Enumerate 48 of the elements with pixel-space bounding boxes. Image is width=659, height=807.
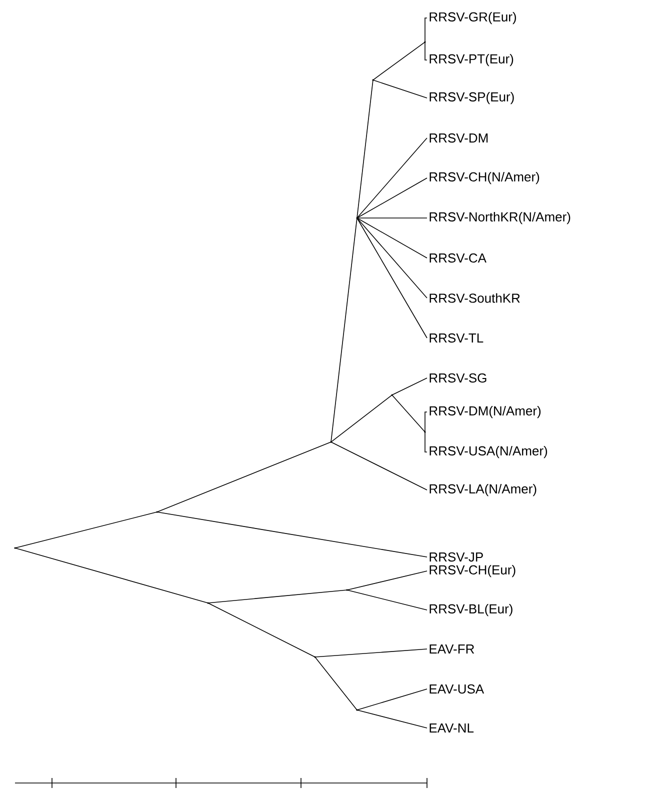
taxon-label: RRSV-NorthKR(N/Amer) xyxy=(430,212,570,224)
branch-line xyxy=(372,42,426,80)
branch-line xyxy=(356,218,428,338)
branch-line xyxy=(356,178,428,218)
branch-line xyxy=(330,394,392,442)
branch-line xyxy=(330,442,428,490)
taxon-label: RRSV-DM xyxy=(430,133,488,143)
taxon-label: RRSV-GR(Eur) xyxy=(430,12,516,24)
branch-line xyxy=(156,442,332,512)
branch-line xyxy=(356,138,428,218)
branch-line xyxy=(424,42,428,60)
taxon-label: RRSV-DM(N/Amer) xyxy=(430,406,541,418)
branch-line xyxy=(356,710,428,728)
branch-line xyxy=(392,378,428,396)
taxon-label: RRSV-TL xyxy=(430,333,484,343)
branch-line xyxy=(314,656,358,710)
branch-line xyxy=(156,512,428,558)
taxon-label: RRSV-CH(N/Amer) xyxy=(430,172,540,184)
taxon-label: RRSV-LA(N/Amer) xyxy=(430,484,536,496)
taxon-label: RRSV-USA(N/Amer) xyxy=(430,446,548,458)
branch-line xyxy=(372,80,428,98)
taxon-label: EAV-FR xyxy=(430,644,474,654)
taxon-label: RRSV-CH(Eur) xyxy=(430,564,516,578)
branch-line xyxy=(14,512,158,548)
branch-line xyxy=(392,394,426,432)
branch-line xyxy=(356,218,428,258)
branch-line xyxy=(208,602,316,658)
branch-line xyxy=(424,412,428,432)
taxon-label: RRSV-SG xyxy=(430,373,486,383)
taxon-label: RRSV-PT(Eur) xyxy=(430,54,514,66)
taxon-label: EAV-USA xyxy=(430,684,484,694)
branch-line xyxy=(424,18,428,42)
branch-line xyxy=(356,80,374,218)
branch-line xyxy=(356,218,428,298)
branch-line xyxy=(314,648,428,658)
branch-line xyxy=(14,548,208,604)
taxon-label: RRSV-SouthKR xyxy=(430,293,520,303)
branch-line xyxy=(346,590,428,610)
branch-line xyxy=(424,432,428,452)
branch-line xyxy=(330,218,358,442)
branch-line xyxy=(208,590,348,604)
taxon-label: EAV-NL xyxy=(430,724,474,732)
branch-line xyxy=(346,570,428,590)
branch-line xyxy=(356,688,428,710)
taxon-label: RRSV-SP(Eur) xyxy=(430,92,514,104)
taxon-label: RRSV-BL(Eur) xyxy=(430,604,512,616)
taxon-label: RRSV-JP xyxy=(430,552,483,562)
taxon-label: RRSV-CA xyxy=(430,253,486,263)
